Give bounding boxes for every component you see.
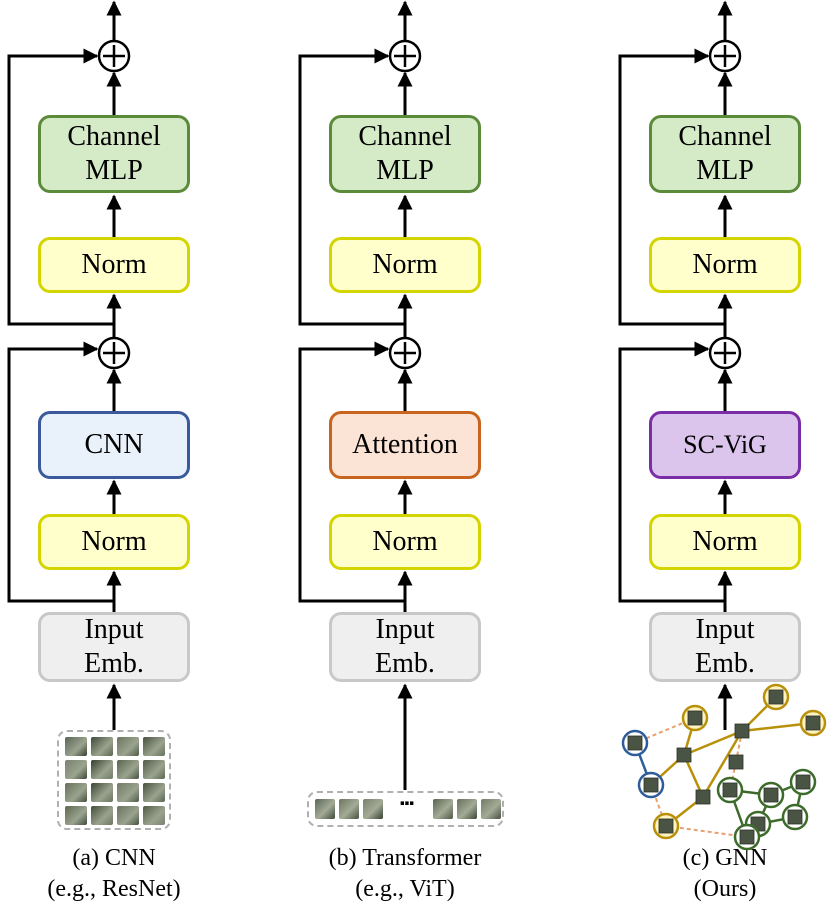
norm-block-a-1: Norm: [38, 514, 190, 570]
graph-node: [733, 823, 761, 851]
skip-connection-2-a: [7, 48, 114, 326]
caption-c: (c) GNN: [682, 845, 768, 871]
graph-node: [757, 781, 785, 809]
image-patch: [91, 760, 113, 779]
caption-a: (a) CNN: [72, 845, 156, 871]
skip-connection-1-a: [7, 341, 114, 603]
input-embedding-block-c: Input Emb.: [649, 612, 801, 682]
caption-b: (b) Transformer: [328, 845, 482, 871]
adder-1-b: [388, 336, 422, 370]
input-embedding-block-b: Input Emb.: [329, 612, 481, 682]
graph-node: [734, 723, 750, 739]
graph-node: [781, 803, 809, 831]
norm-block-c-1: Norm: [649, 514, 801, 570]
channel-mlp-block-a: Channel MLP: [38, 115, 190, 193]
image-patch: [91, 737, 113, 756]
adder-2-a: [97, 39, 131, 73]
image-patch: [143, 806, 165, 825]
graph-node: [621, 729, 649, 757]
image-patch: [91, 783, 113, 802]
sequence-patch: [339, 799, 359, 819]
image-patch: [65, 783, 87, 802]
image-patch: [117, 760, 139, 779]
graph-node: [728, 754, 744, 770]
skip-connection-2-c: [618, 48, 725, 326]
image-patch: [117, 806, 139, 825]
adder-2-b: [388, 39, 422, 73]
adder-1-c: [708, 336, 742, 370]
norm-block-b-1: Norm: [329, 514, 481, 570]
image-patch: [143, 783, 165, 802]
graph-node: [799, 709, 827, 737]
skip-connection-1-c: [618, 341, 725, 603]
graph-node: [652, 812, 680, 840]
norm-block-b-2: Norm: [329, 237, 481, 293]
graph-node: [695, 789, 711, 805]
graph-gold-edge: [683, 729, 743, 757]
graph-node: [716, 776, 744, 804]
channel-mlp-block-b: Channel MLP: [329, 115, 481, 193]
input-embedding-block-a: Input Emb.: [38, 612, 190, 682]
image-patch: [65, 806, 87, 825]
attention-block: Attention: [329, 411, 481, 479]
graph-dashed-edge: [735, 730, 743, 763]
patch-sequence: [307, 791, 504, 827]
norm-block-a-2: Norm: [38, 237, 190, 293]
graph-node: [637, 771, 665, 799]
graph-node: [676, 747, 692, 763]
sc-vig-block: SC-ViG: [649, 411, 801, 479]
subcaption-b: (e.g., ViT): [355, 876, 455, 902]
image-patch: [65, 760, 87, 779]
subcaption-c: (Ours): [693, 876, 757, 902]
sequence-patch: [433, 799, 453, 819]
skip-connection-2-b: [298, 48, 405, 326]
sequence-patch: [481, 799, 501, 819]
image-patch: [65, 737, 87, 756]
image-patch-grid: [57, 730, 171, 830]
image-patch: [91, 806, 113, 825]
cnn-block: CNN: [38, 411, 190, 479]
graph-gold-edge: [701, 730, 744, 798]
adder-1-a: [97, 336, 131, 370]
subcaption-a: (e.g., ResNet): [47, 876, 181, 902]
image-patch: [143, 760, 165, 779]
graph-node: [681, 704, 709, 732]
graph-node: [762, 683, 790, 711]
sequence-patch: [363, 799, 383, 819]
image-patch: [117, 783, 139, 802]
image-patch: [143, 737, 165, 756]
sequence-patch: [315, 799, 335, 819]
norm-block-c-2: Norm: [649, 237, 801, 293]
sequence-patch: [457, 799, 477, 819]
graph-node: [789, 768, 817, 796]
sequence-ellipsis: ...: [398, 784, 415, 811]
adder-2-c: [708, 39, 742, 73]
image-patch: [117, 737, 139, 756]
channel-mlp-block-c: Channel MLP: [649, 115, 801, 193]
skip-connection-1-b: [298, 341, 405, 603]
